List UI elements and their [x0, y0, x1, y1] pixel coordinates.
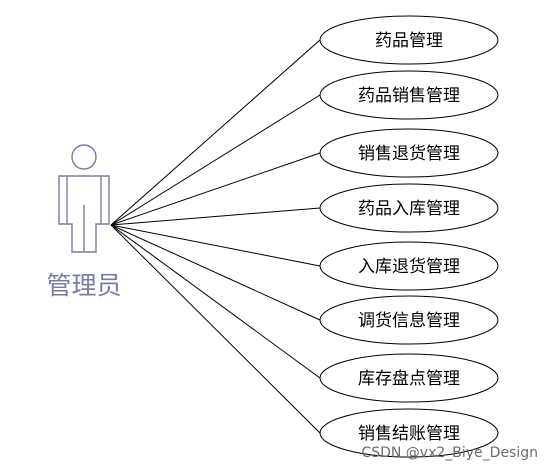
use-case-1: 药品管理: [319, 15, 499, 65]
watermark: CSDN @vx2_Biye_Design: [361, 445, 538, 461]
association-line: [110, 207, 321, 226]
association-line: [110, 152, 321, 226]
use-case-label: 销售退货管理: [358, 144, 460, 164]
use-case-8: 销售结账管理: [319, 408, 499, 458]
association-lines: [110, 39, 321, 434]
use-case-2: 药品销售管理: [319, 70, 499, 120]
use-case-7: 库存盘点管理: [319, 353, 499, 403]
association-line: [110, 224, 321, 434]
use-case-label: 药品入库管理: [358, 199, 460, 219]
association-line: [110, 94, 321, 226]
use-case-ellipse: [319, 295, 499, 345]
use-case-label: 库存盘点管理: [358, 369, 460, 389]
association-line: [110, 224, 321, 321]
use-cases: 药品管理药品销售管理销售退货管理药品入库管理入库退货管理调货信息管理库存盘点管理…: [319, 15, 499, 458]
use-case-ellipse: [319, 128, 499, 178]
use-case-label: 药品销售管理: [358, 86, 460, 106]
use-case-label: 药品管理: [375, 31, 443, 51]
association-line: [110, 224, 321, 267]
use-case-ellipse: [319, 353, 499, 403]
use-case-6: 调货信息管理: [319, 295, 499, 345]
use-case-ellipse: [319, 241, 499, 291]
use-case-5: 入库退货管理: [319, 241, 499, 291]
actor-figure: [58, 144, 110, 253]
use-case-ellipse: [319, 408, 499, 458]
use-case-4: 药品入库管理: [319, 183, 499, 233]
use-case-label: 调货信息管理: [358, 311, 460, 331]
use-case-ellipse: [319, 183, 499, 233]
use-case-label: 入库退货管理: [358, 257, 460, 277]
use-case-ellipse: [319, 70, 499, 120]
use-case-label: 销售结账管理: [358, 424, 460, 444]
use-case-ellipse: [319, 15, 499, 65]
actor-label: 管理员: [46, 271, 121, 300]
association-line: [110, 39, 321, 226]
actor-head: [71, 144, 97, 170]
association-line: [110, 224, 321, 379]
use-case-3: 销售退货管理: [319, 128, 499, 178]
